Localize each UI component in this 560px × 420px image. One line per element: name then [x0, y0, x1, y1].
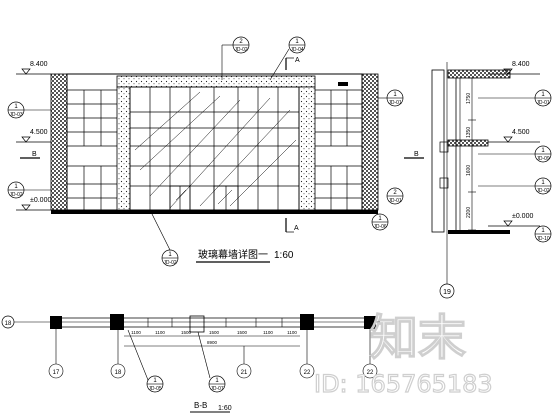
side-callout-4-num: 1	[541, 228, 545, 234]
mid-callout-1-num: 1	[393, 92, 397, 98]
level-label-4500-right: 4.500	[512, 129, 530, 136]
side-bracket-2	[439, 177, 449, 189]
left-callout-2-ref: JD-02	[9, 192, 23, 198]
plan-column-2	[110, 314, 124, 330]
level-label-0000-right: ±0.000	[512, 213, 533, 220]
side-dim-3: 1600	[466, 165, 472, 176]
elevation-scale: 1:60	[274, 250, 294, 261]
top-band	[116, 75, 316, 88]
mid-callout-2-ref: JD-01	[388, 198, 402, 204]
left-callouts: 1 JD-03 1 JD-02 B	[7, 101, 51, 199]
right-ornament-column	[298, 86, 316, 211]
left-callout-2-num: 1	[14, 184, 18, 190]
section-mark-a-top: A	[295, 57, 300, 64]
side-dim-2: 1350	[466, 127, 472, 138]
side-column	[431, 69, 445, 233]
plan-callout-2-ref: JD-07	[210, 386, 224, 392]
side-callout-1-num: 1	[541, 92, 545, 98]
side-slab-bottom	[448, 230, 510, 234]
section-mark-b-left: B	[32, 151, 37, 158]
mid-callout-3-num: 1	[378, 216, 382, 222]
section-mark-a-bottom: A	[294, 225, 299, 232]
side-section: 1750 1350 1600 2200 8.400 4.500 ±0.000 1…	[431, 61, 552, 299]
tag-mark	[338, 82, 348, 86]
plan-dim-7: 1100	[287, 330, 297, 335]
side-callout-4-ref: JD-10	[536, 236, 550, 242]
plan-column-4	[364, 316, 376, 329]
plan-callout-2-num: 1	[215, 378, 219, 384]
plan-dim-1: 1100	[131, 330, 141, 335]
curtain-wall-grid	[129, 86, 300, 211]
section-title: B-B	[194, 401, 207, 410]
plan-axis-left: 18	[5, 321, 12, 327]
top-callout-2-ref: JD-04	[290, 47, 304, 53]
plan-dim-3: 1500	[181, 330, 192, 335]
plan-dim-2: 1100	[155, 330, 165, 335]
plan-column-3	[300, 314, 314, 330]
plan-axis-17: 17	[53, 370, 60, 376]
elevation-title-block: 1 JD-02 玻璃幕墙详图一 1:60 A	[149, 209, 299, 267]
mid-callouts: 1 JD-01 2 JD-01 1 JD-06 B	[371, 89, 424, 231]
level-label-8400-right: 8.400	[512, 61, 530, 68]
top-callouts: 2 JD-02 1 JD-04 A	[221, 36, 306, 81]
plan-dim-5: 1500	[237, 330, 248, 335]
mid-callout-2-num: 2	[393, 190, 397, 196]
side-callout-3-num: 1	[541, 180, 545, 186]
plan-mullion-box	[189, 315, 205, 333]
side-callout-2-ref: JD-09	[536, 156, 550, 162]
watermark-id-text: ID: 165765183	[314, 370, 493, 398]
right-window-grid	[315, 89, 362, 210]
plan-axis-22: 22	[304, 370, 311, 376]
level-label-8400-left: 8.400	[30, 61, 48, 68]
plan-axis-21: 21	[241, 370, 248, 376]
left-callout-1-ref: JD-03	[9, 112, 23, 118]
side-callout-3-ref: JD-02	[536, 188, 550, 194]
left-window-grid	[67, 89, 117, 210]
watermark-logo-text: 知末	[370, 310, 466, 366]
section-mark-b-right: B	[414, 151, 419, 158]
level-label-4500-left: 4.500	[30, 129, 48, 136]
elevation	[50, 73, 379, 214]
level-markers-left: 8.400 4.500 ±0.000	[16, 61, 51, 211]
bottom-callout-ref: JD-02	[163, 260, 177, 266]
left-ornament-column	[116, 86, 131, 211]
bottom-callout-num: 1	[168, 252, 172, 258]
side-dim-4: 2200	[466, 207, 472, 218]
watermark: 知末 ID: 165765183	[313, 309, 493, 398]
elevation-title: 玻璃幕墙详图一	[198, 248, 268, 261]
plan-section: 18 1100 1100 1500 1500 1500 1100 1100 89…	[1, 314, 380, 413]
right-brick-wall	[361, 73, 379, 211]
plan-callout-1-ref: JD-05	[148, 386, 162, 392]
left-callout-1-num: 1	[14, 104, 18, 110]
base-slab	[51, 210, 378, 214]
section-scale: 1:60	[218, 405, 232, 412]
mid-callout-3-ref: JD-06	[373, 224, 387, 230]
glass-reflection-lines	[134, 91, 297, 209]
plan-column-1	[50, 316, 62, 329]
side-dim-1: 1750	[466, 93, 472, 104]
top-callout-1-ref: JD-02	[234, 47, 248, 53]
plan-dim-4: 1500	[209, 330, 220, 335]
facade-outline	[66, 73, 363, 211]
mid-callout-1-ref: JD-01	[388, 100, 402, 106]
left-brick-wall	[50, 73, 68, 211]
plan-callout-1-num: 1	[153, 378, 157, 384]
plan-dim-total: 8900	[207, 340, 218, 345]
side-slab-mid	[447, 139, 489, 147]
side-bracket	[439, 141, 449, 153]
side-callout-2-num: 1	[541, 148, 545, 154]
top-callout-2-num: 1	[295, 39, 299, 45]
top-callout-1-num: 2	[239, 39, 243, 45]
side-callout-1-ref: JD-01	[536, 100, 550, 106]
plan-dim-6: 1100	[263, 330, 273, 335]
plan-axis-18: 18	[115, 370, 122, 376]
plan-axis-22b: 22	[367, 370, 374, 376]
side-axis-label: 19	[443, 289, 451, 296]
level-label-0000-left: ±0.000	[30, 197, 51, 204]
